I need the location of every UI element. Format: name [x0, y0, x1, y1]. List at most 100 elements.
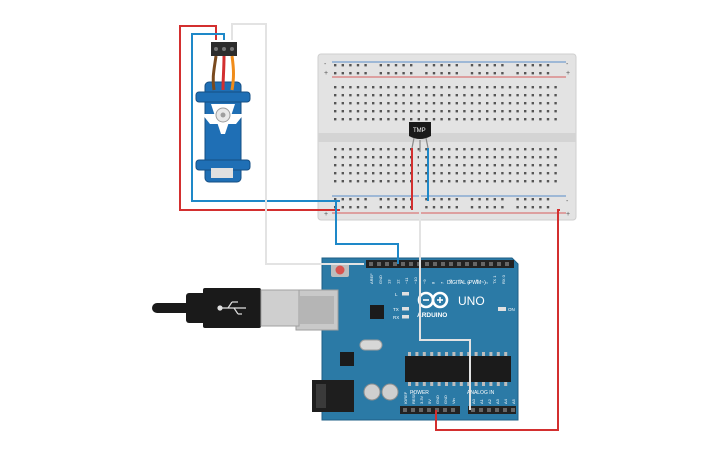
rail-hole[interactable]: [493, 64, 496, 67]
terminal-hole[interactable]: [425, 110, 428, 113]
rail-hole[interactable]: [394, 206, 398, 209]
terminal-hole[interactable]: [356, 94, 360, 97]
terminal-hole[interactable]: [524, 110, 527, 113]
terminal-hole[interactable]: [486, 102, 489, 105]
terminal-hole[interactable]: [334, 110, 337, 113]
terminal-hole[interactable]: [417, 94, 420, 97]
rail-hole[interactable]: [402, 198, 405, 201]
terminal-hole[interactable]: [394, 102, 398, 105]
terminal-hole[interactable]: [440, 180, 443, 183]
rail-hole[interactable]: [546, 198, 550, 201]
terminal-hole[interactable]: [455, 86, 458, 89]
rail-hole[interactable]: [493, 198, 496, 201]
terminal-hole[interactable]: [539, 118, 542, 121]
rail-hole[interactable]: [455, 72, 458, 75]
terminal-hole[interactable]: [478, 110, 481, 113]
terminal-hole[interactable]: [501, 102, 504, 105]
terminal-hole[interactable]: [493, 180, 496, 183]
terminal-hole[interactable]: [356, 172, 360, 175]
terminal-hole[interactable]: [379, 148, 382, 151]
terminal-hole[interactable]: [356, 148, 360, 151]
terminal-hole[interactable]: [334, 180, 337, 183]
terminal-hole[interactable]: [372, 180, 375, 183]
terminal-hole[interactable]: [448, 172, 451, 175]
header-pin[interactable]: [443, 408, 447, 412]
rail-hole[interactable]: [539, 64, 542, 67]
terminal-hole[interactable]: [470, 118, 474, 121]
terminal-hole[interactable]: [478, 86, 481, 89]
terminal-hole[interactable]: [394, 156, 398, 159]
terminal-hole[interactable]: [539, 102, 542, 105]
terminal-hole[interactable]: [493, 118, 496, 121]
terminal-hole[interactable]: [379, 118, 382, 121]
rail-hole[interactable]: [394, 198, 398, 201]
terminal-hole[interactable]: [394, 172, 398, 175]
terminal-hole[interactable]: [470, 110, 474, 113]
terminal-hole[interactable]: [508, 164, 512, 167]
rail-hole[interactable]: [516, 72, 519, 75]
terminal-hole[interactable]: [478, 172, 481, 175]
terminal-hole[interactable]: [531, 94, 534, 97]
header-pin[interactable]: [503, 408, 507, 412]
rail-hole[interactable]: [524, 198, 527, 201]
terminal-hole[interactable]: [463, 94, 466, 97]
rail-hole[interactable]: [486, 64, 489, 67]
terminal-hole[interactable]: [372, 164, 375, 167]
terminal-hole[interactable]: [402, 118, 405, 121]
terminal-hole[interactable]: [440, 118, 443, 121]
terminal-hole[interactable]: [493, 156, 496, 159]
terminal-hole[interactable]: [387, 172, 390, 175]
terminal-hole[interactable]: [455, 102, 458, 105]
terminal-hole[interactable]: [372, 102, 375, 105]
rail-hole[interactable]: [516, 198, 519, 201]
terminal-hole[interactable]: [493, 110, 496, 113]
terminal-hole[interactable]: [410, 118, 413, 121]
rail-hole[interactable]: [493, 72, 496, 75]
terminal-hole[interactable]: [394, 86, 398, 89]
terminal-hole[interactable]: [387, 94, 390, 97]
terminal-hole[interactable]: [440, 156, 443, 159]
header-pin[interactable]: [449, 262, 453, 266]
terminal-hole[interactable]: [379, 110, 382, 113]
terminal-hole[interactable]: [417, 180, 420, 183]
header-pin[interactable]: [409, 262, 413, 266]
terminal-hole[interactable]: [432, 118, 436, 121]
header-pin[interactable]: [457, 262, 461, 266]
terminal-hole[interactable]: [516, 86, 519, 89]
terminal-hole[interactable]: [440, 164, 443, 167]
terminal-hole[interactable]: [531, 156, 534, 159]
terminal-hole[interactable]: [425, 164, 428, 167]
header-pin[interactable]: [489, 262, 493, 266]
terminal-hole[interactable]: [531, 164, 534, 167]
terminal-hole[interactable]: [524, 94, 527, 97]
terminal-hole[interactable]: [486, 180, 489, 183]
terminal-hole[interactable]: [531, 118, 534, 121]
rail-hole[interactable]: [448, 198, 451, 201]
terminal-hole[interactable]: [440, 148, 443, 151]
terminal-hole[interactable]: [356, 180, 360, 183]
terminal-hole[interactable]: [387, 148, 390, 151]
terminal-hole[interactable]: [546, 180, 550, 183]
terminal-hole[interactable]: [402, 180, 405, 183]
rail-hole[interactable]: [402, 206, 405, 209]
terminal-hole[interactable]: [432, 148, 436, 151]
arduino-uno-board[interactable]: ARDUINO UNO DIGITAL (PWM~) POWER ANALOG …: [295, 257, 519, 421]
rail-hole[interactable]: [341, 206, 344, 209]
terminal-hole[interactable]: [516, 156, 519, 159]
terminal-hole[interactable]: [531, 110, 534, 113]
terminal-hole[interactable]: [508, 156, 512, 159]
rail-hole[interactable]: [364, 72, 367, 75]
rail-hole[interactable]: [486, 72, 489, 75]
terminal-hole[interactable]: [448, 148, 451, 151]
terminal-hole[interactable]: [432, 164, 436, 167]
rail-hole[interactable]: [394, 64, 398, 67]
terminal-hole[interactable]: [417, 164, 420, 167]
terminal-hole[interactable]: [478, 180, 481, 183]
terminal-hole[interactable]: [364, 94, 367, 97]
rail-hole[interactable]: [531, 206, 534, 209]
terminal-hole[interactable]: [554, 94, 557, 97]
terminal-hole[interactable]: [372, 118, 375, 121]
terminal-hole[interactable]: [478, 156, 481, 159]
terminal-hole[interactable]: [341, 94, 344, 97]
terminal-hole[interactable]: [516, 110, 519, 113]
